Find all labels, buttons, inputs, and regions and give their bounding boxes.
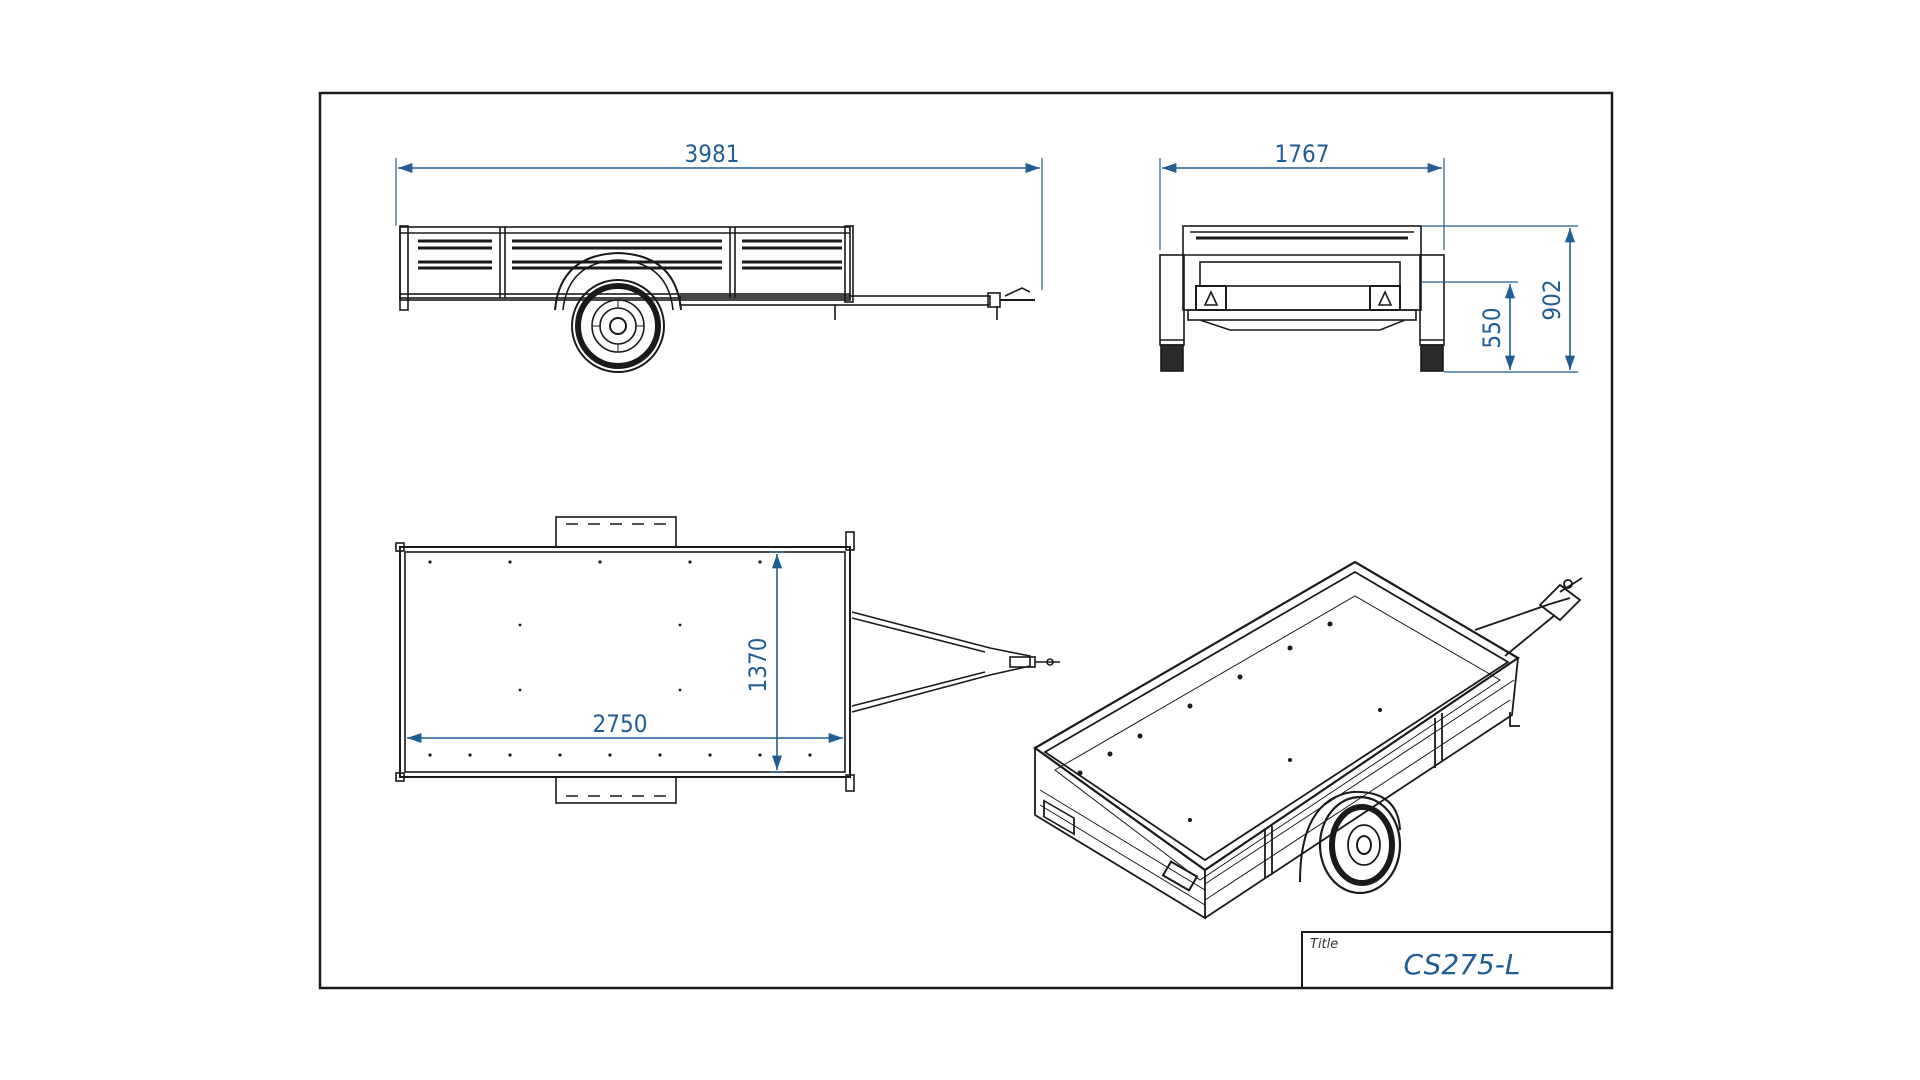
dimension-width-overall: 1767 xyxy=(1159,140,1445,250)
top-view xyxy=(395,516,1060,804)
title-block-value: CS275-L xyxy=(1404,948,1521,981)
dimension-label-550: 550 xyxy=(1478,307,1506,348)
title-block-label: Title xyxy=(1310,937,1338,952)
dimension-inner-width: 1370 xyxy=(744,551,785,773)
dimension-height-overall: 902 xyxy=(1421,225,1578,373)
isometric-view xyxy=(1032,560,1583,920)
drawing-frame xyxy=(318,91,1614,990)
dimension-label-902: 902 xyxy=(1538,279,1566,320)
dimension-length-overall: 3981 xyxy=(395,140,1043,290)
side-view xyxy=(399,225,1035,373)
dimension-label-3981: 3981 xyxy=(685,140,740,168)
dimension-inner-length: 2750 xyxy=(407,710,843,744)
dimension-height-platform: 550 xyxy=(1421,281,1518,370)
dimension-label-1767: 1767 xyxy=(1275,140,1330,168)
rear-view xyxy=(1159,225,1445,372)
dimension-label-1370: 1370 xyxy=(744,638,772,693)
title-block: Title CS275-L xyxy=(1301,931,1613,989)
dimension-label-2750: 2750 xyxy=(593,710,648,738)
